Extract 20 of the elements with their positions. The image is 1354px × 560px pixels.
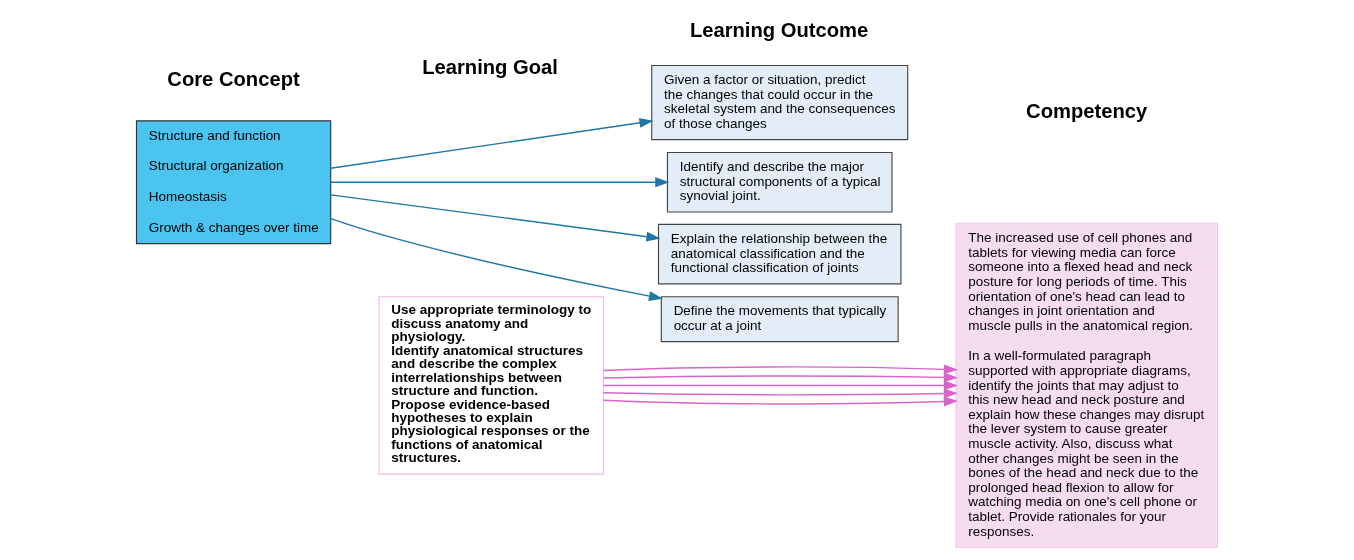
node-box: Structure and function Structural organization Homeostasis Growth & changes over time bbox=[135, 120, 332, 245]
node-box: Explain the relationship between the anatomical classification and the functional classification of joints bbox=[657, 223, 902, 285]
label: Core Concept bbox=[167, 68, 300, 91]
node-box: The increased use of cell phones and tablets for viewing media can force someone into a flexed head and neck posture for long periods of time. This orientation of one's head can lead to changes in joint orientation and muscle pulls in the anatomical region. In a well-formulated paragraph supported with appropriate diagrams, identify the joints that may adjust to this new head and neck posture and explain how these changes may disrupt the lever system to cause greater muscle activity. Also, discuss what other changes might be seen in the bones of the head and neck due to the prolonged head flexion to allow for watching media on one's cell phone or tablet. Provide rationales for your responses. bbox=[955, 222, 1219, 549]
node-box: Use appropriate terminology to discuss anatomy and physiology. Identify anatomical structures and describe the complex interrelationships between structure and function. Propose evidence-based hypotheses to explain physiological responses or the functions of anatomical structures. bbox=[378, 296, 605, 475]
arrow bbox=[602, 380, 958, 391]
label: Competency bbox=[1026, 99, 1148, 122]
arrow bbox=[329, 118, 654, 169]
arrow bbox=[330, 217, 664, 301]
node-box: Given a factor or situation, predict the changes that could occur in the skeletal system and the consequences of those changes bbox=[651, 64, 909, 141]
node-box: Identify and describe the major structural components of a typical synovial joint. bbox=[666, 151, 893, 213]
arrow bbox=[602, 396, 958, 407]
label: Learning Goal bbox=[422, 55, 558, 78]
arrow bbox=[602, 372, 958, 383]
arrow bbox=[602, 364, 958, 375]
arrow bbox=[329, 177, 670, 188]
arrow bbox=[602, 388, 958, 399]
label: Learning Outcome bbox=[689, 18, 869, 41]
arrow bbox=[329, 194, 661, 242]
node-box: Define the movements that typically occur at a joint bbox=[660, 296, 899, 343]
